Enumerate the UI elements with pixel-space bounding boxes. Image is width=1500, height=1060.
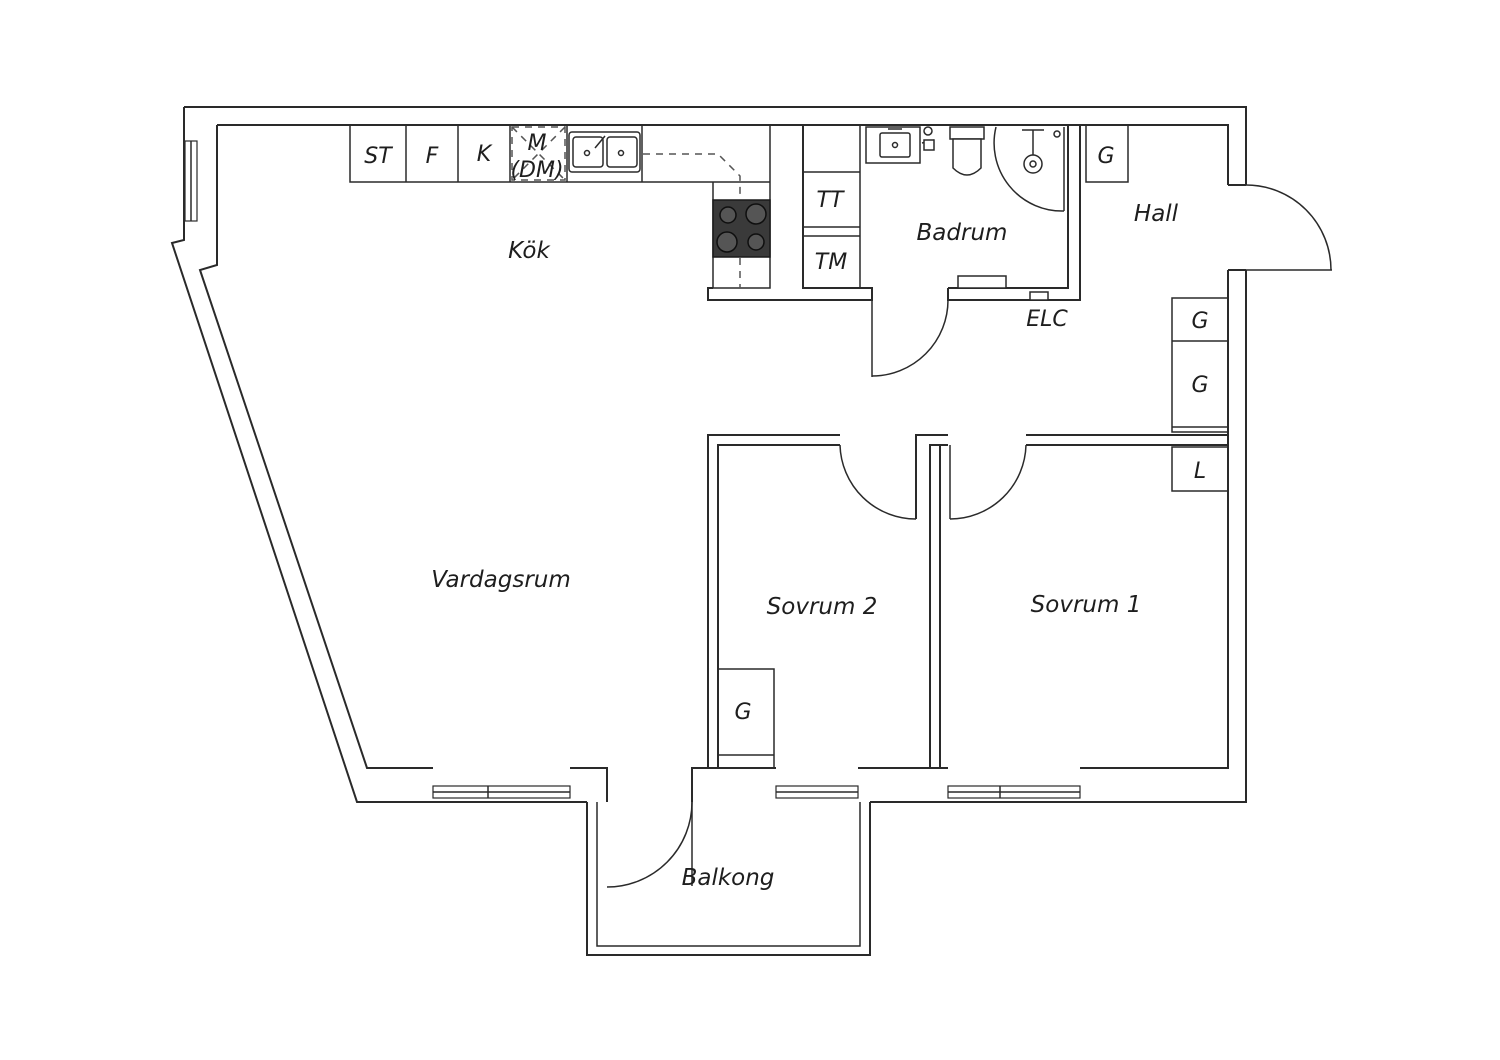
label-tm: TM	[815, 250, 847, 275]
bathroom-washbasin	[865, 126, 921, 164]
label-elc: ELC	[1026, 307, 1068, 332]
label-st: ST	[364, 144, 393, 169]
window-sovrum2	[775, 785, 859, 799]
bathroom-toilet	[949, 126, 985, 176]
label-hall-g3: G	[1191, 373, 1208, 398]
room-label-balkong: Balkong	[682, 865, 775, 891]
entrance-door	[1228, 184, 1332, 271]
room-label-badrum: Badrum	[917, 220, 1008, 246]
hall-wardrobes-side	[1171, 297, 1228, 433]
window-left	[184, 140, 198, 222]
label-f: F	[426, 144, 439, 169]
sovrum2-wardrobe	[718, 668, 775, 768]
label-m: M	[528, 131, 547, 156]
room-label-vardagsrum: Vardagsrum	[431, 567, 571, 593]
window-sovrum1	[947, 785, 1081, 799]
kitchen-sink	[568, 131, 641, 173]
balcony	[586, 801, 871, 956]
label-tt: TT	[817, 188, 845, 213]
room-label-kok: Kök	[508, 238, 551, 264]
bathroom-faucet	[921, 126, 935, 151]
laundry-column	[803, 125, 861, 288]
hall-wardrobe-top	[1085, 125, 1129, 183]
label-hall-g2: G	[1191, 309, 1208, 334]
outer-walls	[170, 106, 1247, 803]
bathroom-shower	[993, 126, 1065, 212]
hall-linen-closet	[1171, 446, 1228, 492]
label-dm: (DM)	[510, 158, 563, 183]
badrum-walls	[707, 124, 1081, 377]
room-label-sovrum2: Sovrum 2	[767, 594, 878, 620]
room-label-sovrum1: Sovrum 1	[1031, 592, 1142, 618]
label-hall-g1: G	[1097, 144, 1114, 169]
kitchen-counter	[349, 125, 771, 289]
bedroom-walls	[707, 434, 1228, 768]
window-vardagsrum	[432, 785, 571, 799]
label-k: K	[477, 142, 493, 167]
room-label-hall: Hall	[1134, 201, 1179, 227]
label-hall-l: L	[1194, 459, 1206, 484]
stove-hob	[712, 199, 771, 258]
label-sovrum2-g: G	[734, 700, 751, 725]
